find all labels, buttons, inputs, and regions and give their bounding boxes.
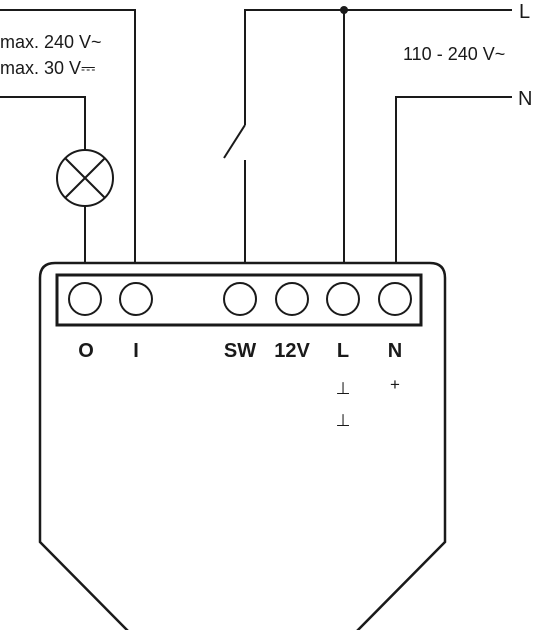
terminal-label-sw: SW <box>224 340 256 362</box>
terminal-screws <box>68 282 412 316</box>
supply-wires <box>340 6 512 263</box>
terminal-label-l: L <box>337 340 349 362</box>
terminal-o <box>68 282 102 316</box>
wire-input-to-top <box>0 9 136 263</box>
terminal-l <box>326 282 360 316</box>
terminal-label-12v: 12V <box>274 340 310 362</box>
terminal-i <box>119 282 153 316</box>
wire-output-to-lamp <box>0 96 86 155</box>
rating-ac: max. 240 V~ <box>0 32 102 52</box>
terminal-label-i: I <box>133 340 139 362</box>
device-housing <box>38 261 447 630</box>
rating-dc: max. 30 V⎓ <box>0 58 95 78</box>
terminal-label-n: N <box>388 340 402 362</box>
plus-symbol: + <box>390 375 400 394</box>
terminal-label-o: O <box>78 340 94 362</box>
label-live: L <box>519 1 530 23</box>
ground-symbol-1: ⊥ <box>336 379 351 398</box>
terminal-labels: O I SW 12V L N <box>78 340 402 362</box>
terminal-n <box>378 282 412 316</box>
switch-circuit-wires <box>223 9 344 263</box>
lamp-icon <box>56 149 114 207</box>
terminal-sw <box>223 282 257 316</box>
junction-dot-icon <box>340 6 348 14</box>
lamp-circuit-wires <box>0 9 136 263</box>
wire-switch-top <box>244 9 344 125</box>
label-neutral: N <box>518 88 532 110</box>
terminal-12v <box>275 282 309 316</box>
ground-symbol-2: ⊥ <box>336 411 351 430</box>
wire-neutral <box>395 96 512 263</box>
supply-voltage: 110 - 240 V~ <box>403 44 505 64</box>
switch-icon <box>223 124 246 159</box>
